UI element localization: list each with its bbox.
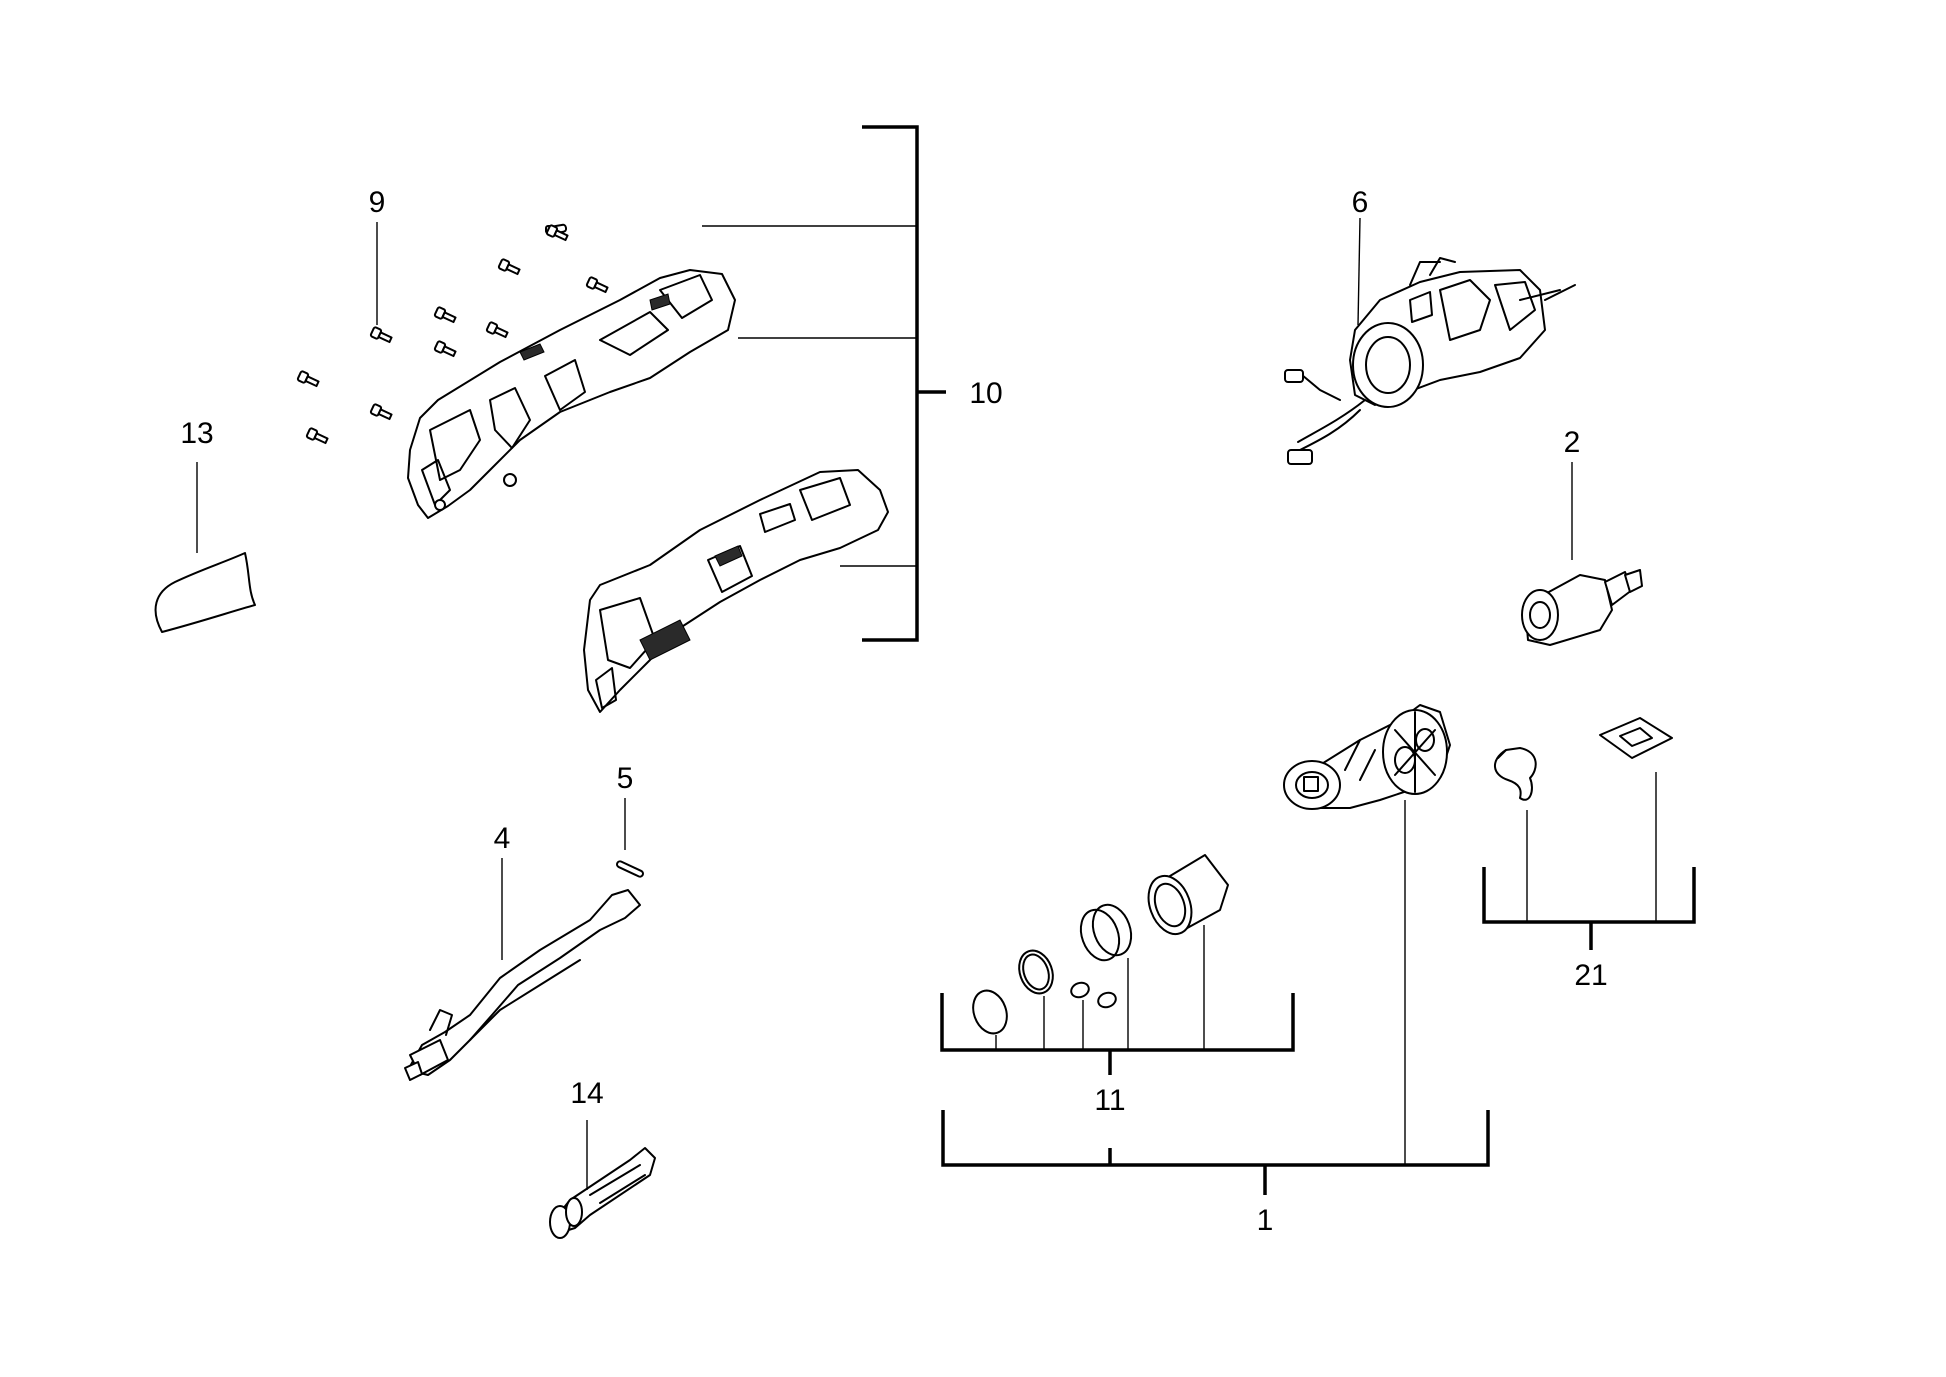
label-2: 2: [1564, 426, 1581, 459]
label-6: 6: [1352, 186, 1369, 219]
label-4: 4: [494, 822, 511, 855]
label-14: 14: [570, 1077, 603, 1110]
bracket-11: [940, 993, 1295, 1075]
part-5-pin: [616, 798, 644, 878]
part-21-clip-and-plate: [1494, 717, 1673, 922]
part-6-motor-electronics: [1284, 217, 1576, 465]
label-10: 10: [969, 377, 1002, 410]
housing-half-left: [407, 269, 736, 519]
label-9: 9: [369, 186, 386, 219]
bracket-1: [941, 1110, 1490, 1195]
part-4-switch-lever: [404, 858, 641, 1081]
part-11-ring-set: [972, 854, 1229, 1050]
gear-case-assembly: [1283, 704, 1451, 1165]
part-13-label-sticker: [154, 462, 256, 633]
label-1: 1: [1257, 1204, 1274, 1237]
part-14-shaft: [549, 1120, 656, 1239]
bracket-10: [702, 125, 946, 642]
label-21: 21: [1574, 959, 1607, 992]
label-13: 13: [180, 417, 213, 450]
bracket-21: [1482, 867, 1696, 950]
label-5: 5: [617, 762, 634, 795]
label-11: 11: [1094, 1084, 1125, 1117]
screw-set-9: [296, 222, 609, 445]
housing-half-right: [583, 469, 889, 713]
part-2-rotor: [1521, 462, 1643, 646]
